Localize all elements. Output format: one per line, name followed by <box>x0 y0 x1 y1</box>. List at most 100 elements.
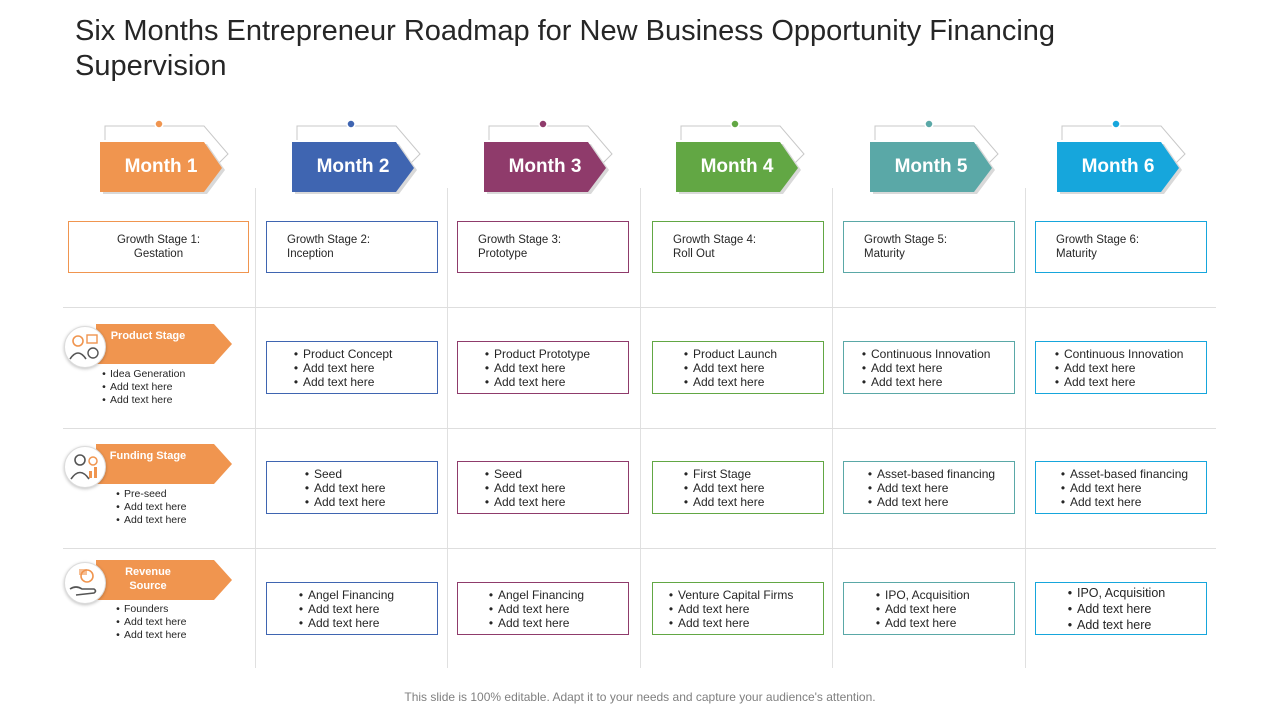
row-header-funding-stage: Funding StagePre-seedAdd text hereAdd te… <box>60 444 240 544</box>
cell-bullet-item: Product Launch <box>679 347 777 361</box>
growth-stage-box: Growth Stage 3:Prototype <box>457 221 629 273</box>
roadmap-cell: Product ConceptAdd text hereAdd text her… <box>266 341 438 394</box>
row-divider <box>63 428 1216 429</box>
growth-stage-name: Roll Out <box>673 248 715 260</box>
row-header-arrow <box>96 444 232 484</box>
cell-bullet-list: Asset-based financingAdd text hereAdd te… <box>863 467 995 509</box>
growth-stage-title: Growth Stage 5: <box>864 234 948 246</box>
cell-bullet-list: SeedAdd text hereAdd text here <box>300 467 385 509</box>
cell-bullet-list: Angel FinancingAdd text hereAdd text her… <box>484 588 584 630</box>
growth-stage-box: Growth Stage 4: Roll Out <box>652 221 824 273</box>
roadmap-cell: Product PrototypeAdd text hereAdd text h… <box>457 341 629 394</box>
roadmap-cell: IPO, AcquisitionAdd text hereAdd text he… <box>1035 582 1207 635</box>
cell-bullet-list: Venture Capital FirmsAdd text hereAdd te… <box>664 588 793 630</box>
row-header-arrow <box>96 560 232 600</box>
month-label: Month 2 <box>316 156 390 177</box>
row-header-product-stage: Product StageIdea GenerationAdd text her… <box>60 324 240 424</box>
cell-bullet-list: Continuous InnovationAdd text hereAdd te… <box>857 347 990 389</box>
cell-bullet-list: First StageAdd text hereAdd text here <box>679 467 764 509</box>
cell-bullet-item: Add text here <box>484 616 584 630</box>
cell-bullet-list: Continuous InnovationAdd text hereAdd te… <box>1050 347 1183 389</box>
cell-bullet-item: Add text here <box>480 375 590 389</box>
cell-bullet-item: IPO, Acquisition <box>1063 585 1165 601</box>
roadmap-cell: Asset-based financingAdd text hereAdd te… <box>843 461 1015 514</box>
growth-stage-box: Growth Stage 6: Maturity <box>1035 221 1207 273</box>
month-label: Month 4 <box>700 156 774 177</box>
cell-bullet-item: Add text here <box>300 495 385 509</box>
month-arrow-shape <box>484 119 613 194</box>
roadmap-cell: Angel FinancingAdd text hereAdd text her… <box>457 582 629 635</box>
cell-bullet-item: Product Concept <box>289 347 392 361</box>
month-badge-1: Month 1 <box>100 118 230 194</box>
row-header-arrow <box>96 324 232 364</box>
growth-stage-title: Growth Stage 1: <box>116 234 201 246</box>
growth-stage-name: Maturity <box>864 248 905 260</box>
growth-stage-title: Growth Stage 2: <box>287 234 371 246</box>
row-header-label: Revenue Source <box>125 566 171 592</box>
roadmap-cell: First StageAdd text hereAdd text here <box>652 461 824 514</box>
cell-bullet-item: Add text here <box>480 361 590 375</box>
row-divider <box>63 548 1216 549</box>
cell-bullet-item: Add text here <box>480 481 565 495</box>
cell-bullet-item: First Stage <box>679 467 764 481</box>
cell-bullet-item: Add text here <box>679 481 764 495</box>
row-header-label: Funding Stage <box>109 450 187 462</box>
cell-bullet-item: Add text here <box>857 375 990 389</box>
cell-bullet-list: Product LaunchAdd text hereAdd text here <box>679 347 777 389</box>
cell-bullet-list: Asset-based financingAdd text hereAdd te… <box>1056 467 1188 509</box>
roadmap-cell: SeedAdd text hereAdd text here <box>457 461 629 514</box>
cell-bullet-item: Add text here <box>863 481 995 495</box>
month-arrow-shape <box>1057 119 1186 194</box>
cell-bullet-item: Venture Capital Firms <box>664 588 793 602</box>
month-arrow-shape <box>676 119 805 194</box>
month-dot-icon <box>1111 119 1121 129</box>
cell-bullet-item: Add text here <box>871 602 970 616</box>
growth-stage-name: Inception <box>287 248 334 260</box>
month-label: Month 6 <box>1081 156 1155 177</box>
cell-bullet-item: Add text here <box>863 495 995 509</box>
row-header-items: Pre-seedAdd text hereAdd text here <box>112 488 186 527</box>
growth-stage-name: Maturity <box>1056 248 1097 260</box>
cell-bullet-item: Add text here <box>1063 601 1165 617</box>
growth-stage-title: Growth Stage 4: <box>673 234 757 246</box>
cell-bullet-item: Angel Financing <box>484 588 584 602</box>
cell-bullet-item: Add text here <box>294 616 394 630</box>
cell-bullet-item: Add text here <box>484 602 584 616</box>
roadmap-cell: Product LaunchAdd text hereAdd text here <box>652 341 824 394</box>
row-header-item: Pre-seed <box>112 488 186 501</box>
row-header-item: Add text here <box>98 381 185 394</box>
row-header-items: FoundersAdd text hereAdd text here <box>112 603 186 642</box>
people-chart-icon <box>64 326 106 368</box>
money-hand-icon <box>64 562 106 604</box>
month-badge-5: Month 5 <box>870 118 1000 194</box>
cell-bullet-item: Add text here <box>857 361 990 375</box>
cell-bullet-item: Add text here <box>679 495 764 509</box>
row-header-item: Add text here <box>112 629 186 642</box>
cell-bullet-item: Asset-based financing <box>863 467 995 481</box>
row-header-item: Idea Generation <box>98 368 185 381</box>
row-header-items: Idea GenerationAdd text hereAdd text her… <box>98 368 185 407</box>
cell-bullet-item: Add text here <box>1056 495 1188 509</box>
row-header-label: Product Stage <box>110 330 186 342</box>
cell-bullet-item: Add text here <box>679 361 777 375</box>
cell-bullet-item: Add text here <box>289 361 392 375</box>
cell-bullet-item: Add text here <box>480 495 565 509</box>
cell-bullet-list: Product ConceptAdd text hereAdd text her… <box>289 347 392 389</box>
growth-stage-title: Growth Stage 6: <box>1056 234 1140 246</box>
row-header-item: Add text here <box>112 514 186 527</box>
month-arrow-shape <box>292 119 421 194</box>
month-dot-icon <box>730 119 740 129</box>
roadmap-cell: Asset-based financingAdd text hereAdd te… <box>1035 461 1207 514</box>
cell-bullet-list: IPO, AcquisitionAdd text hereAdd text he… <box>871 588 970 630</box>
cell-bullet-list: Angel FinancingAdd text hereAdd text her… <box>294 588 394 630</box>
footer-note: This slide is 100% editable. Adapt it to… <box>404 690 876 704</box>
cell-bullet-item: Add text here <box>1050 375 1183 389</box>
month-dot-icon <box>346 119 356 129</box>
cell-bullet-item: Add text here <box>289 375 392 389</box>
row-header-item: Add text here <box>112 616 186 629</box>
month-label: Month 5 <box>894 156 968 177</box>
month-label: Month 3 <box>508 156 582 177</box>
cell-bullet-item: Continuous Innovation <box>1050 347 1183 361</box>
roadmap-cell: Angel FinancingAdd text hereAdd text her… <box>266 582 438 635</box>
row-header-item: Add text here <box>112 501 186 514</box>
